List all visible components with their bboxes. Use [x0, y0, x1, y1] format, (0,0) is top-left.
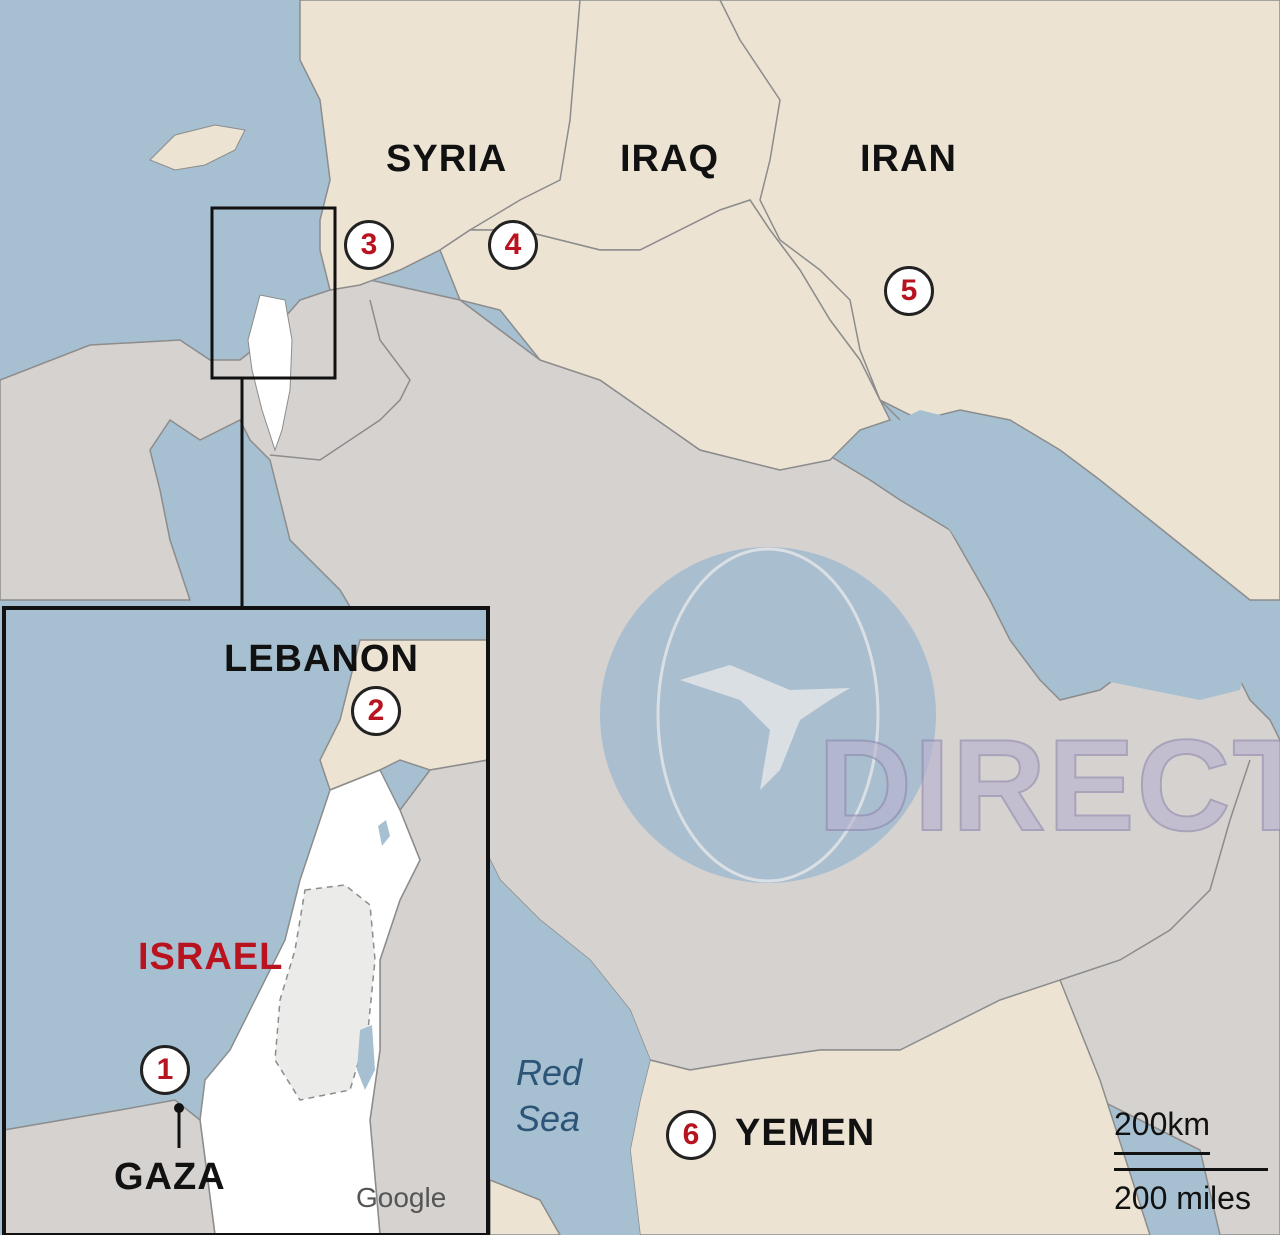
label-lebanon: LEBANON	[224, 638, 419, 680]
marker-4: 4	[488, 220, 538, 270]
label-iraq: IRAQ	[620, 138, 719, 180]
label-israel: ISRAEL	[138, 936, 284, 978]
watermark-meridian	[656, 547, 880, 883]
scale-miles-label: 200 miles	[1114, 1180, 1251, 1216]
israel-mainmap	[247, 294, 293, 452]
marker-2: 2	[351, 686, 401, 736]
scale-km-bar	[1114, 1152, 1210, 1155]
inset-map	[2, 606, 490, 1235]
map-credit: Google	[356, 1182, 447, 1213]
marker-3: 3	[344, 220, 394, 270]
marker-1: 1	[140, 1045, 190, 1095]
watermark-word: DIRECT	[818, 712, 1280, 858]
label-yemen: YEMEN	[735, 1112, 876, 1154]
watermark-text: DIRECT	[817, 711, 1280, 859]
red-sea	[470, 820, 650, 1235]
watermark-globe	[600, 547, 936, 883]
label-red-sea-line2: Sea	[516, 1098, 581, 1139]
label-syria: SYRIA	[386, 138, 508, 180]
inset-frame	[2, 606, 490, 1235]
label-red-sea-line1: Red	[516, 1052, 583, 1093]
label-iran: IRAN	[860, 138, 957, 180]
inset-egypt-sinai	[3, 1099, 216, 1235]
label-gaza: GAZA	[114, 1156, 226, 1198]
scale-miles-bar	[1114, 1168, 1268, 1171]
border-syria-iraq	[469, 0, 581, 231]
marker-5: 5	[884, 266, 934, 316]
inset-dead-sea	[357, 1025, 375, 1090]
watermark	[600, 547, 936, 883]
inset-golan-lake	[378, 820, 390, 846]
watermark-bird-icon	[680, 665, 850, 790]
border-oman	[1059, 759, 1251, 981]
scale-km-label: 200km	[1114, 1106, 1211, 1142]
inset-locator-box	[210, 206, 337, 380]
border-iraq-iran	[719, 0, 901, 421]
persian-gulf	[880, 410, 1250, 700]
inset-west-bank	[274, 884, 376, 1101]
land-iraq-south	[439, 199, 892, 471]
inset-lebanon	[319, 639, 489, 791]
marker-6: 6	[666, 1110, 716, 1160]
land-cyprus	[149, 124, 246, 171]
border-jordan	[269, 299, 411, 461]
gaza-dot	[174, 1103, 184, 1113]
label-red-sea: Red Sea	[516, 1050, 582, 1142]
